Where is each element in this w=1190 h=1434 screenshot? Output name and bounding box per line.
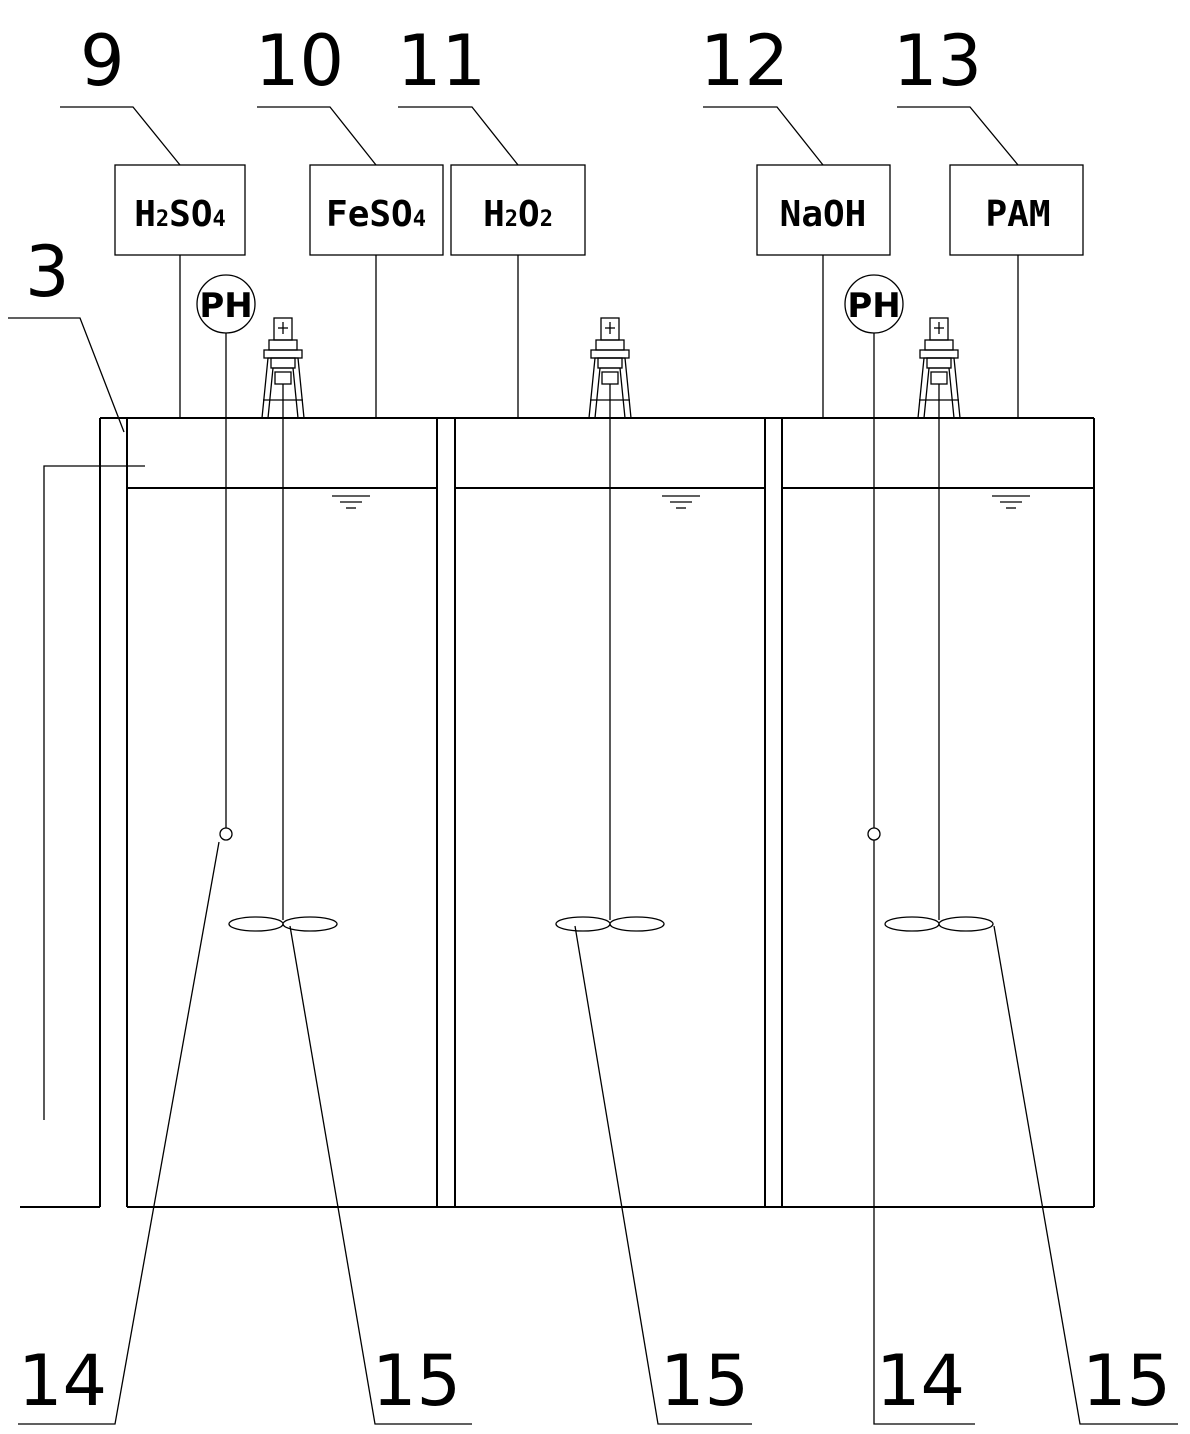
- ref-14-left: 14: [18, 841, 220, 1425]
- reagent-name: FeSO: [326, 194, 413, 235]
- svg-text:12: 12: [700, 20, 789, 102]
- agitator-3: [884, 317, 994, 932]
- water-level-symbol-2: [662, 495, 700, 509]
- gearbox: [924, 339, 954, 351]
- svg-text:9: 9: [80, 20, 125, 102]
- support-frame: [917, 357, 961, 419]
- water-level-symbol-3: [992, 495, 1030, 509]
- ref-15-tank2: 15: [574, 925, 752, 1425]
- support-frame: [261, 357, 305, 419]
- ref-15-tank1: 15: [289, 925, 472, 1425]
- impeller-blade-left: [555, 916, 611, 932]
- reagent-name: H: [483, 194, 505, 235]
- svg-text:11: 11: [397, 20, 486, 102]
- reagent-box-feso4: FeSO4: [309, 164, 444, 418]
- agitator-2: [555, 317, 665, 932]
- impeller-blade-left: [228, 916, 284, 932]
- svg-text:H2O2: H2O2: [483, 194, 553, 235]
- svg-text:14: 14: [18, 1340, 107, 1422]
- tank-1: [126, 418, 438, 1207]
- reagent-name: H: [134, 194, 156, 235]
- reagent-box-pam: PAM: [949, 164, 1084, 418]
- ref-3: 3: [8, 231, 145, 1120]
- svg-text:H2SO4: H2SO4: [134, 194, 226, 235]
- tank-3: [781, 418, 1094, 1207]
- agitator-1: [228, 317, 338, 932]
- support-frame: [588, 357, 632, 419]
- ref-10: 10: [255, 20, 377, 166]
- ref-12: 12: [700, 20, 824, 166]
- reagent-name: PAM: [985, 194, 1050, 235]
- svg-text:PH: PH: [199, 286, 252, 326]
- ref-15-tank3: 15: [993, 925, 1178, 1425]
- water-level-symbol-1: [332, 495, 370, 509]
- gearbox: [595, 339, 625, 351]
- ref-13: 13: [893, 20, 1019, 166]
- ref-11: 11: [397, 20, 519, 166]
- ph-meter-1: PH: [196, 274, 256, 841]
- ref-14-right: 14: [873, 840, 975, 1425]
- impeller-blade-left: [884, 916, 940, 932]
- reagent-name: NaOH: [780, 194, 867, 235]
- svg-text:10: 10: [255, 20, 344, 102]
- reagent-box-h2o2: H2O2: [450, 164, 586, 418]
- svg-text:15: 15: [660, 1340, 749, 1422]
- ph-meter-2: PH: [844, 274, 904, 841]
- impeller-blade-right: [282, 916, 338, 932]
- svg-text:13: 13: [893, 20, 982, 102]
- svg-text:14: 14: [876, 1340, 965, 1422]
- svg-text:FeSO4: FeSO4: [326, 194, 426, 235]
- gearbox: [268, 339, 298, 351]
- impeller-blade-right: [938, 916, 994, 932]
- tank-outer-outline: [20, 417, 1095, 1208]
- svg-text:PH: PH: [847, 286, 900, 326]
- impeller-blade-right: [609, 916, 665, 932]
- ref-9: 9: [60, 20, 181, 166]
- svg-text:15: 15: [1082, 1340, 1171, 1422]
- reagent-box-naoh: NaOH: [756, 164, 891, 418]
- svg-text:15: 15: [372, 1340, 461, 1422]
- svg-text:3: 3: [25, 231, 70, 313]
